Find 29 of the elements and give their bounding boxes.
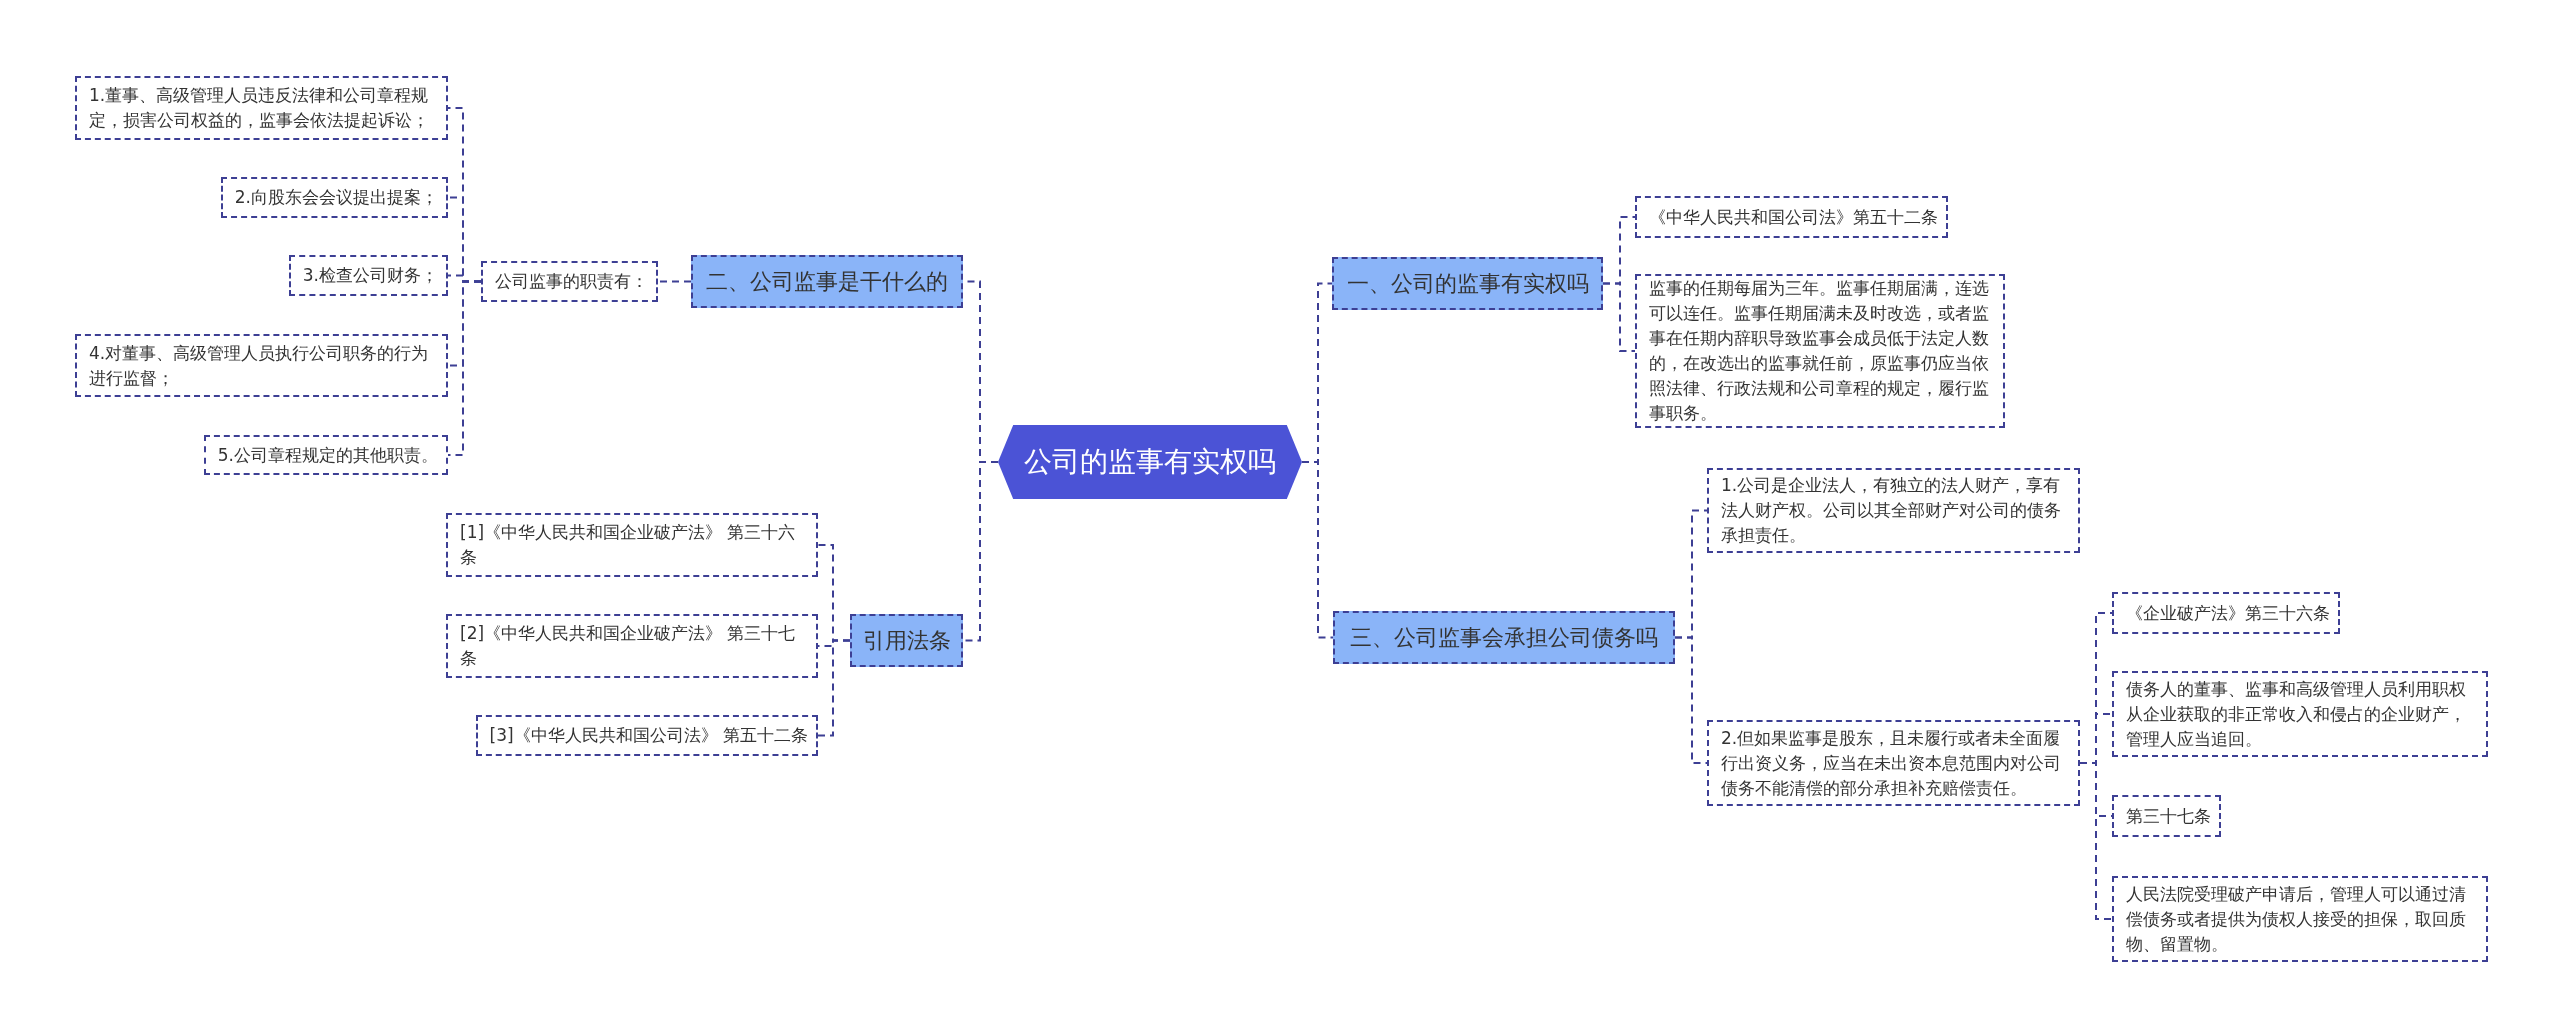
text-box: 2.向股东会会议提出提案；: [220, 177, 448, 218]
text-box: [2]《中华人民共和国企业破产法》 第三十七条: [446, 614, 818, 678]
text-box: 《中华人民共和国公司法》第五十二条: [1635, 196, 1948, 238]
text-box: 1.公司是企业法人，有独立的法人财产，享有法人财产权。公司以其全部财产对公司的债务承担责任。: [1707, 468, 2080, 553]
text-box: 债务人的董事、监事和高级管理人员利用职权从企业获取的非正常收入和侵占的企业财产，管理人应当追回。: [2112, 671, 2488, 757]
text-box: 4.对董事、高级管理人员执行公司职务的行为进行监督；: [75, 334, 448, 397]
text-box: 公司监事的职责有：: [481, 261, 658, 302]
text-box: [3]《中华人民共和国公司法》 第五十二条: [475, 715, 818, 756]
text-box: 3.检查公司财务；: [288, 255, 448, 296]
text-box: 人民法院受理破产申请后，管理人可以通过清偿债务或者提供为债权人接受的担保，取回质物、留置物。: [2112, 876, 2488, 962]
text-box: 5.公司章程规定的其他职责。: [203, 435, 448, 475]
text-box: 监事的任期每届为三年。监事任期届满，连选可以连任。监事任期届满未及时改选，或者监事在任期内辞职导致监事会成员低于法定人数的，在改选出的监事就任前，原监事仍应当依照法律、行政法规和公司章程的规定，履行监事职务。: [1635, 274, 2005, 428]
topic-box: 一、公司的监事有实权吗: [1332, 257, 1603, 310]
text-box: 第三十七条: [2112, 795, 2221, 837]
text-box: 1.董事、高级管理人员违反法律和公司章程规定，损害公司权益的，监事会依法提起诉讼；: [75, 76, 448, 140]
connector-line: [817, 639, 851, 737]
central-topic: 公司的监事有实权吗: [998, 425, 1302, 499]
text-box: 《企业破产法》第三十六条: [2112, 592, 2340, 634]
connector-line: [2079, 762, 2113, 920]
connector-line: [1602, 282, 1636, 352]
text-box: 2.但如果监事是股东，且未履行或者未全面履行出资义务，应当在未出资本息范围内对公司债务不能清偿的部分承担补充赔偿责任。: [1707, 720, 2080, 806]
connector-line: [1674, 636, 1708, 764]
connector-line: [657, 280, 692, 283]
topic-box: 二、公司监事是干什么的: [691, 255, 963, 308]
text-box: [1]《中华人民共和国企业破产法》 第三十六条: [446, 513, 818, 577]
topic-box: 三、公司监事会承担公司债务吗: [1333, 611, 1675, 664]
topic-box: 引用法条: [850, 614, 963, 667]
connector-line: [447, 280, 482, 456]
connector-line: [1301, 461, 1334, 639]
